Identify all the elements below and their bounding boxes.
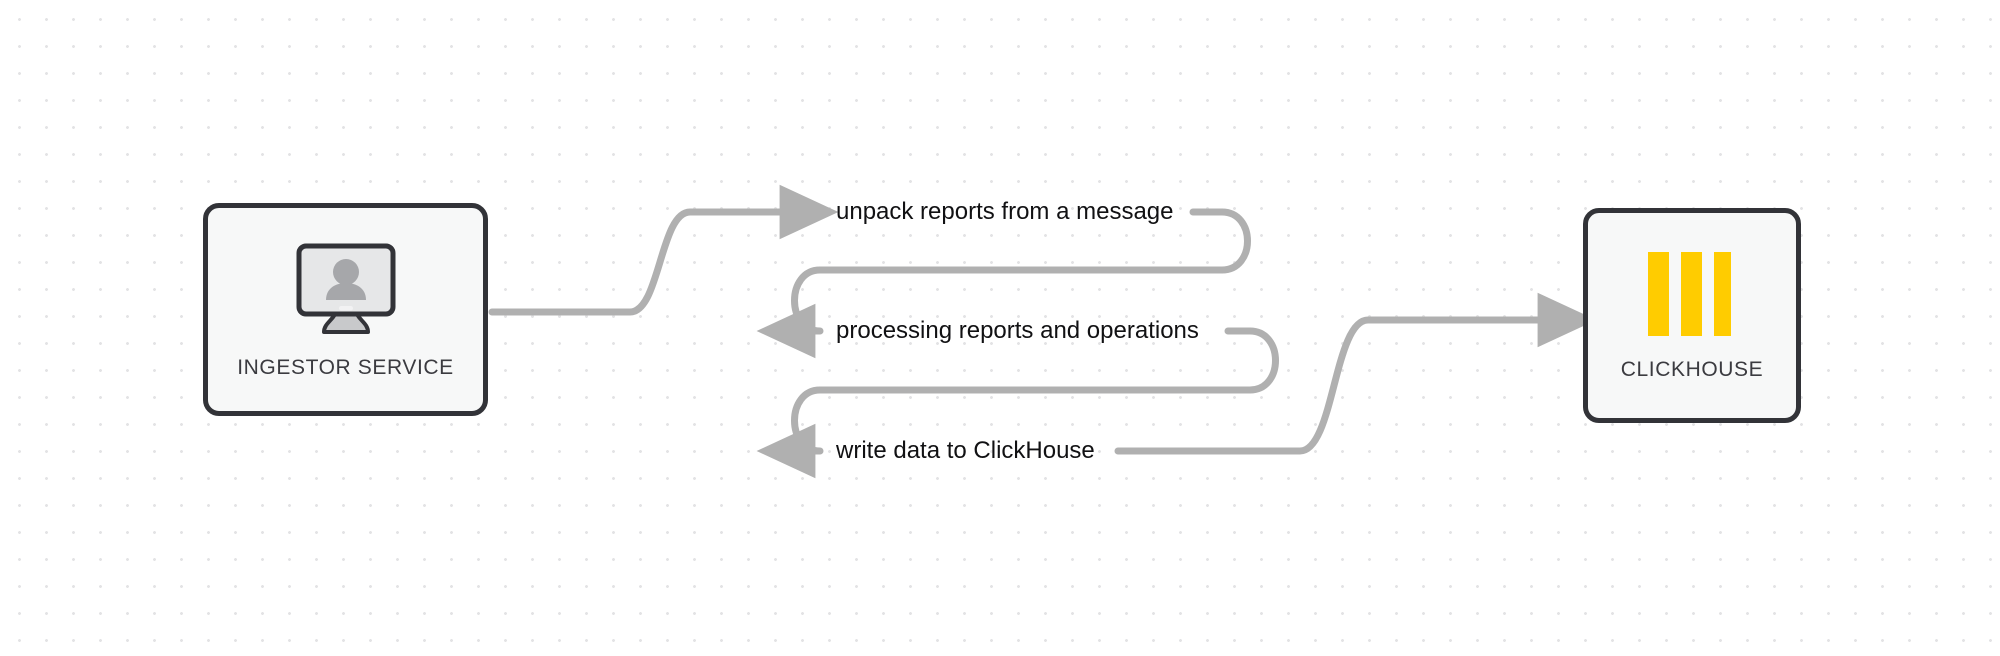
clickhouse-bars-icon [1646, 250, 1738, 338]
monitor-user-icon [290, 240, 402, 340]
connector-step2-to-step3 [756, 327, 1279, 479]
connector-step1-to-step2 [756, 208, 1251, 359]
connector-ingestor-to-step1 [488, 184, 839, 316]
edge-label-write-data: write data to ClickHouse [836, 437, 1095, 464]
edge-label-processing-reports: processing reports and operations [836, 317, 1199, 344]
edge-label-unpack-reports: unpack reports from a message [836, 198, 1174, 225]
node-ingestor-service[interactable]: INGESTOR SERVICE [203, 203, 488, 416]
node-label-ingestor-service: INGESTOR SERVICE [237, 355, 454, 379]
node-clickhouse[interactable]: CLICKHOUSE [1583, 208, 1801, 423]
connector-step3-to-clickhouse [1114, 292, 1597, 455]
node-label-clickhouse: CLICKHOUSE [1620, 357, 1764, 381]
